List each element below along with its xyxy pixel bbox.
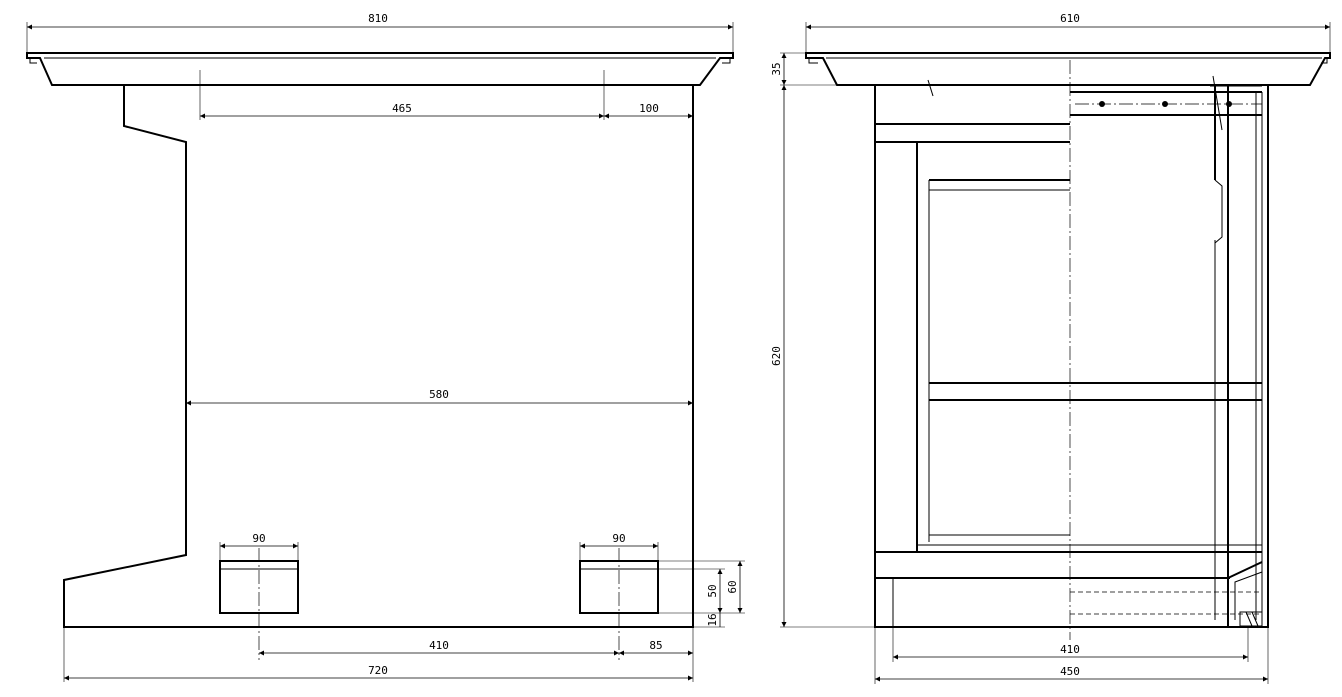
- side-view: 610 35 620 410 450: [770, 12, 1331, 684]
- dim-side-base-width: 450: [1060, 665, 1080, 678]
- dim-front-right-foot-width: 90: [612, 532, 625, 545]
- dim-front-left-foot-width: 90: [252, 532, 265, 545]
- dim-side-inner-width: 410: [1060, 643, 1080, 656]
- bolt-1: [1099, 101, 1105, 107]
- dim-side-top-width: 610: [1060, 12, 1080, 25]
- front-body: [63, 85, 694, 628]
- dim-front-base-width: 720: [368, 664, 388, 677]
- dim-front-right-offset: 100: [639, 102, 659, 115]
- dim-front-mid-width: 580: [429, 388, 449, 401]
- dim-front-foot-spacing: 410: [429, 639, 449, 652]
- side-tabletop: [805, 52, 1331, 86]
- front-view: 810 465 100 580 90 90 50 60 16 41: [26, 12, 745, 682]
- bolt-3: [1226, 101, 1232, 107]
- side-frame: [874, 85, 1269, 628]
- dim-front-upper-span: 465: [392, 102, 412, 115]
- dim-front-top-width: 810: [368, 12, 388, 25]
- dim-front-foot-height-inner: 50: [706, 584, 719, 597]
- dim-front-foot-right-offset: 85: [649, 639, 662, 652]
- bolt-2: [1162, 101, 1168, 107]
- dim-front-foot-height-outer: 60: [726, 580, 739, 593]
- dim-side-top-thickness: 35: [770, 62, 783, 75]
- dim-side-height: 620: [770, 346, 783, 366]
- front-tabletop: [26, 52, 734, 86]
- dim-front-foot-gap: 16: [706, 613, 719, 626]
